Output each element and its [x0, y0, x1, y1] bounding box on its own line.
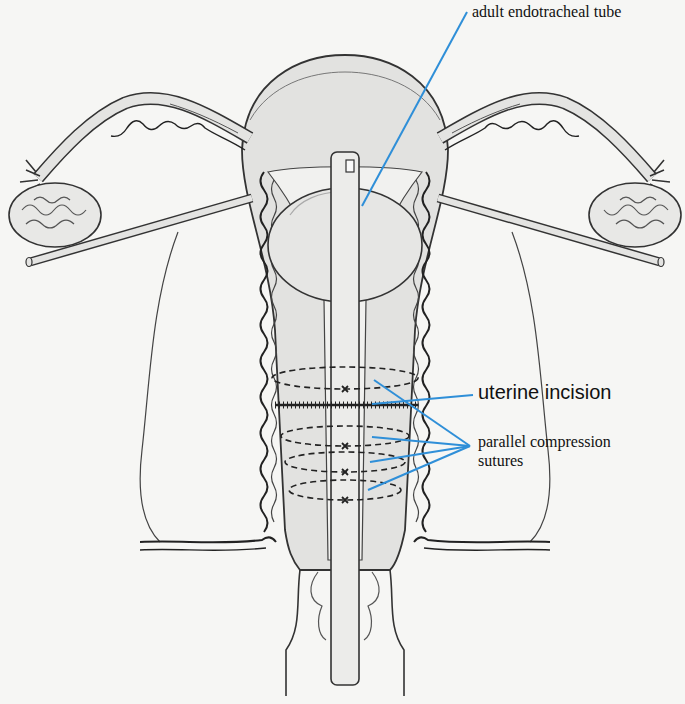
part-label: parallel compression sutures [478, 432, 650, 470]
part-label: uterine incision [478, 380, 611, 404]
part-label: adult endotracheal tube [472, 2, 621, 21]
